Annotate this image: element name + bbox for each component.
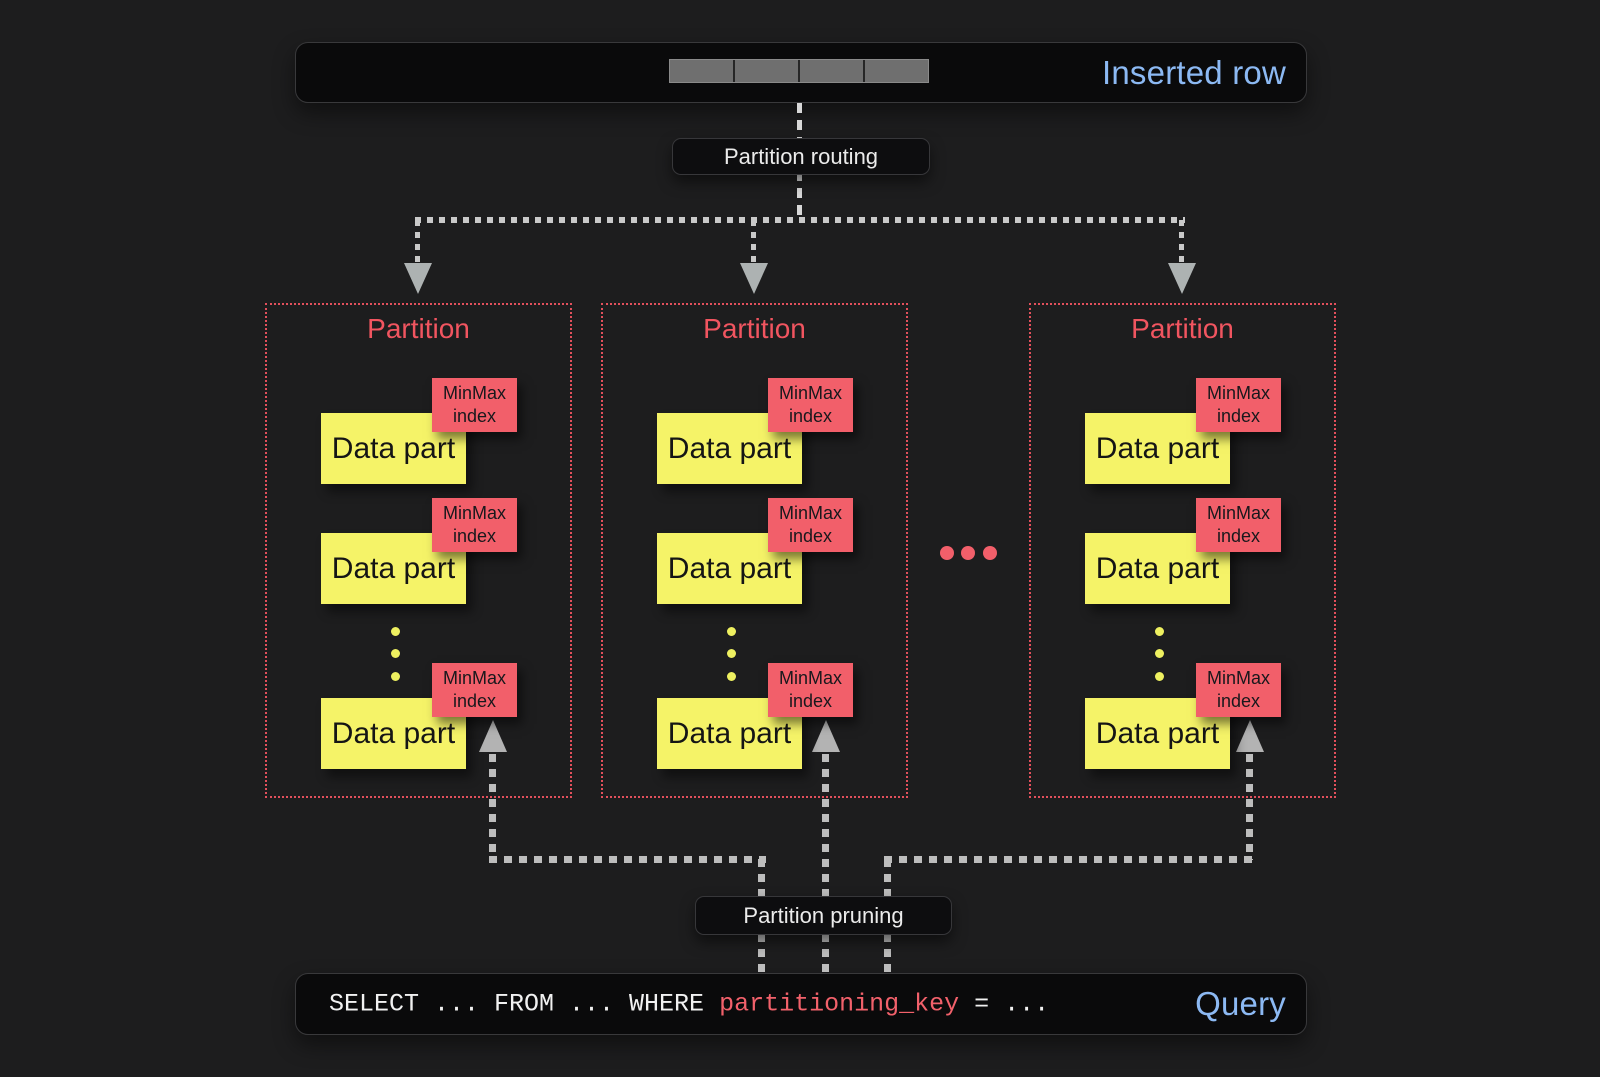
minmax-index-box: MinMax index [768, 663, 853, 717]
more-parts-dot [391, 627, 400, 636]
minmax-index-box: MinMax index [432, 378, 517, 432]
minmax-index-box: MinMax index [1196, 663, 1281, 717]
pruning-line-up-1 [489, 754, 496, 860]
data-part-box: Data part [321, 698, 466, 769]
more-partitions-dot [961, 546, 975, 560]
partition-pruning-label: Partition pruning [695, 896, 952, 935]
query-code: SELECT ... FROM ... WHERE partitioning_k… [329, 990, 1049, 1019]
inserted-row-bar: Inserted row [295, 42, 1307, 103]
pruning-line-left [489, 856, 766, 863]
arrow-down-icon [404, 263, 432, 294]
query-code-before: SELECT ... FROM ... WHERE [329, 989, 720, 1019]
data-part-box: Data part [1085, 413, 1230, 484]
more-partitions-dot [983, 546, 997, 560]
inserted-row-cells-icon [670, 60, 928, 82]
more-parts-dot [727, 649, 736, 658]
pruning-line-up-2 [822, 754, 829, 973]
arrow-down-icon [1168, 263, 1196, 294]
partition-title: Partition [703, 313, 806, 344]
query-partitioning-key: partitioning_key [719, 989, 960, 1019]
routing-drop-line-3 [1179, 220, 1184, 264]
pruning-line-up-3 [1246, 754, 1253, 860]
minmax-index-box: MinMax index [432, 663, 517, 717]
routing-drop-line-2 [751, 220, 756, 264]
more-partitions-dot [940, 546, 954, 560]
query-bar: SELECT ... FROM ... WHERE partitioning_k… [295, 973, 1307, 1035]
more-parts-dot [1155, 627, 1164, 636]
partition-box-2: Partition MinMax index Data part MinMax … [601, 303, 908, 798]
row-cell [670, 60, 733, 82]
inserted-row-label: Inserted row [1102, 53, 1286, 91]
row-cell [863, 60, 928, 82]
more-parts-dot [391, 672, 400, 681]
query-label: Query [1195, 985, 1286, 1022]
partition-title: Partition [367, 313, 470, 344]
query-code-after: = ... [959, 989, 1050, 1019]
minmax-index-box: MinMax index [1196, 378, 1281, 432]
minmax-index-box: MinMax index [1196, 498, 1281, 552]
more-parts-dot [1155, 649, 1164, 658]
minmax-index-box: MinMax index [768, 378, 853, 432]
partition-box-1: Partition MinMax index Data part MinMax … [265, 303, 572, 798]
more-parts-dot [1155, 672, 1164, 681]
partition-routing-label: Partition routing [672, 138, 930, 175]
more-parts-dot [391, 649, 400, 658]
row-cell [733, 60, 798, 82]
minmax-index-box: MinMax index [768, 498, 853, 552]
pruning-line-right [884, 856, 1253, 863]
more-parts-dot [727, 672, 736, 681]
arrow-down-icon [740, 263, 768, 294]
routing-drop-line-1 [415, 220, 420, 264]
row-cell [798, 60, 863, 82]
partition-box-3: Partition MinMax index Data part MinMax … [1029, 303, 1336, 798]
partition-title: Partition [1131, 313, 1234, 344]
routing-branch-line [415, 217, 1185, 223]
minmax-index-box: MinMax index [432, 498, 517, 552]
more-parts-dot [727, 627, 736, 636]
